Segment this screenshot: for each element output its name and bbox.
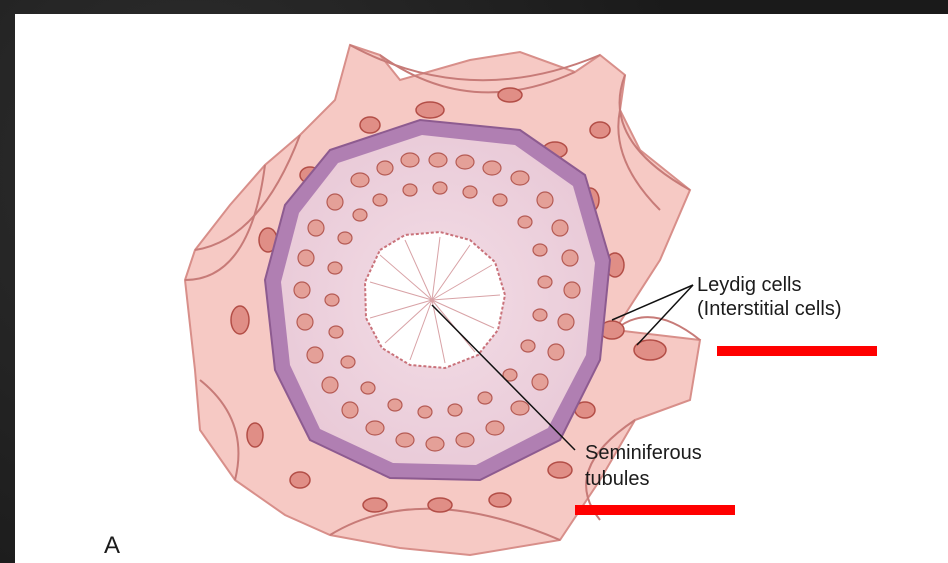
tubules-label: tubules [585, 468, 650, 490]
leydig-underline [717, 346, 877, 356]
tubule-lumen [365, 232, 505, 368]
seminiferous-label: Seminiferous [585, 442, 702, 464]
leydig-cells-label: Leydig cells [697, 274, 802, 296]
panel-letter: A [104, 535, 120, 557]
interstitial-cells-label: (Interstitial cells) [697, 298, 841, 320]
seminiferous-underline [575, 505, 735, 515]
